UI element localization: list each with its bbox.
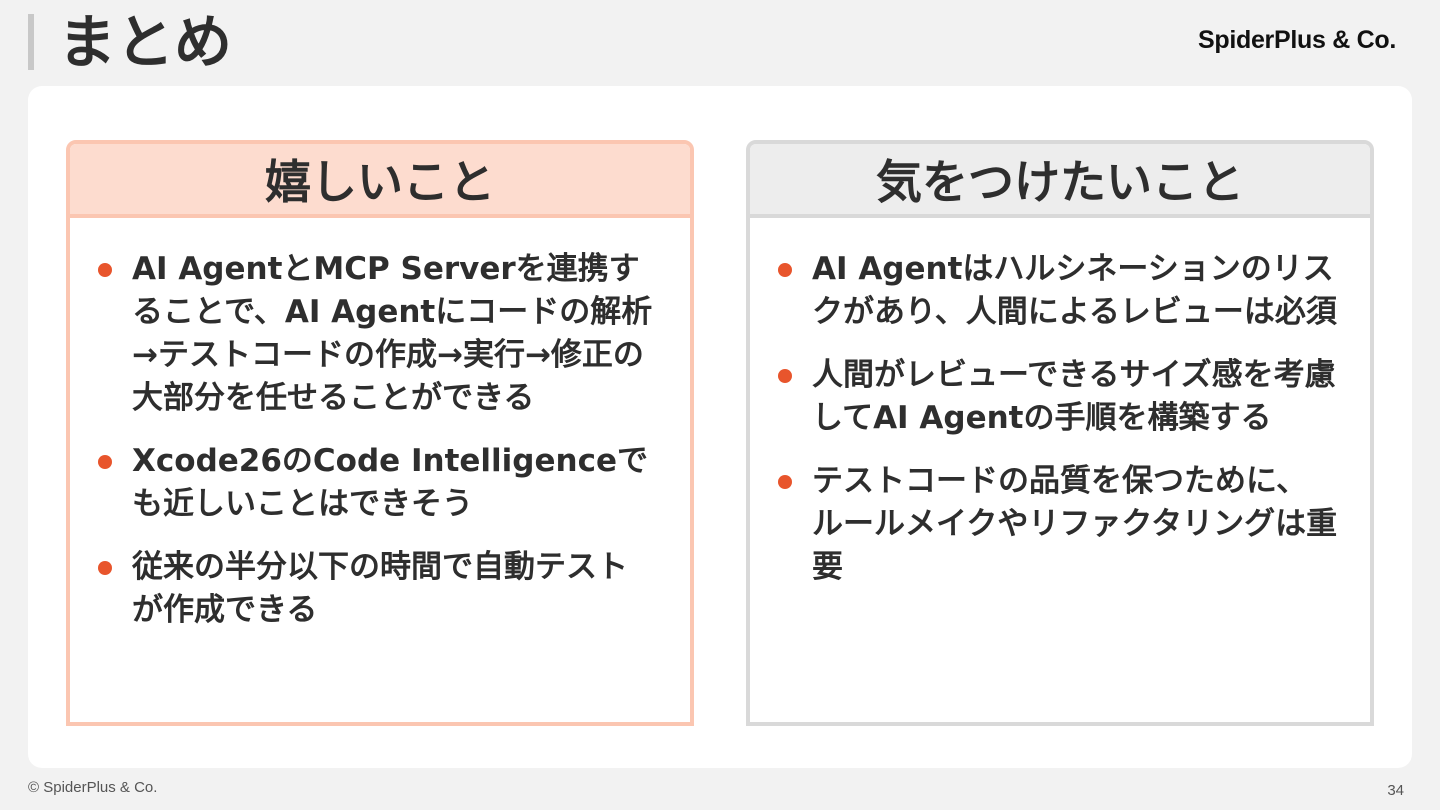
page-number: 34 — [1387, 782, 1404, 799]
list-item-text: AI Agentはハルシネーションのリスクがあり、人間によるレビューは必須 — [812, 251, 1337, 330]
list-item: AI AgentとMCP Serverを連携することで、AI Agentにコード… — [98, 248, 658, 420]
pros-panel: 嬉しいこと AI AgentとMCP Serverを連携することで、AI Age… — [66, 140, 694, 726]
cautions-panel: 気をつけたいこと AI Agentはハルシネーションのリスクがあり、人間によるレ… — [746, 140, 1374, 726]
list-item-text: テストコードの品質を保つために、ルールメイクやリファクタリングは重要 — [812, 463, 1338, 585]
page-title: まとめ — [58, 8, 233, 76]
bullet-dot-icon — [778, 475, 792, 489]
cautions-panel-heading: 気をつけたいこと — [750, 144, 1370, 218]
bullet-dot-icon — [778, 369, 792, 383]
footer-copyright: © SpiderPlus & Co. — [28, 779, 158, 796]
cautions-list: AI Agentはハルシネーションのリスクがあり、人間によるレビューは必須 人間… — [750, 218, 1370, 589]
content-card: 嬉しいこと AI AgentとMCP Serverを連携することで、AI Age… — [28, 86, 1412, 768]
list-item: AI Agentはハルシネーションのリスクがあり、人間によるレビューは必須 — [778, 248, 1338, 334]
title-accent-bar — [28, 14, 34, 70]
company-logo: SpiderPlus & Co. — [1197, 26, 1396, 54]
list-item: 人間がレビューできるサイズ感を考慮してAI Agentの手順を構築する — [778, 354, 1338, 440]
pros-list: AI AgentとMCP Serverを連携することで、AI Agentにコード… — [70, 218, 690, 632]
pros-panel-heading: 嬉しいこと — [70, 144, 690, 218]
list-item-text: 従来の半分以下の時間で自動テストが作成できる — [132, 549, 628, 628]
list-item-text: 人間がレビューできるサイズ感を考慮してAI Agentの手順を構築する — [812, 357, 1336, 436]
list-item-text: Xcode26のCode Intelligenceでも近しいことはできそう — [132, 443, 648, 522]
bullet-dot-icon — [98, 455, 112, 469]
list-item: 従来の半分以下の時間で自動テストが作成できる — [98, 546, 658, 632]
list-item-text: AI AgentとMCP Serverを連携することで、AI Agentにコード… — [132, 251, 653, 416]
list-item: Xcode26のCode Intelligenceでも近しいことはできそう — [98, 440, 658, 526]
bullet-dot-icon — [98, 263, 112, 277]
bullet-dot-icon — [98, 561, 112, 575]
bullet-dot-icon — [778, 263, 792, 277]
list-item: テストコードの品質を保つために、ルールメイクやリファクタリングは重要 — [778, 460, 1338, 589]
